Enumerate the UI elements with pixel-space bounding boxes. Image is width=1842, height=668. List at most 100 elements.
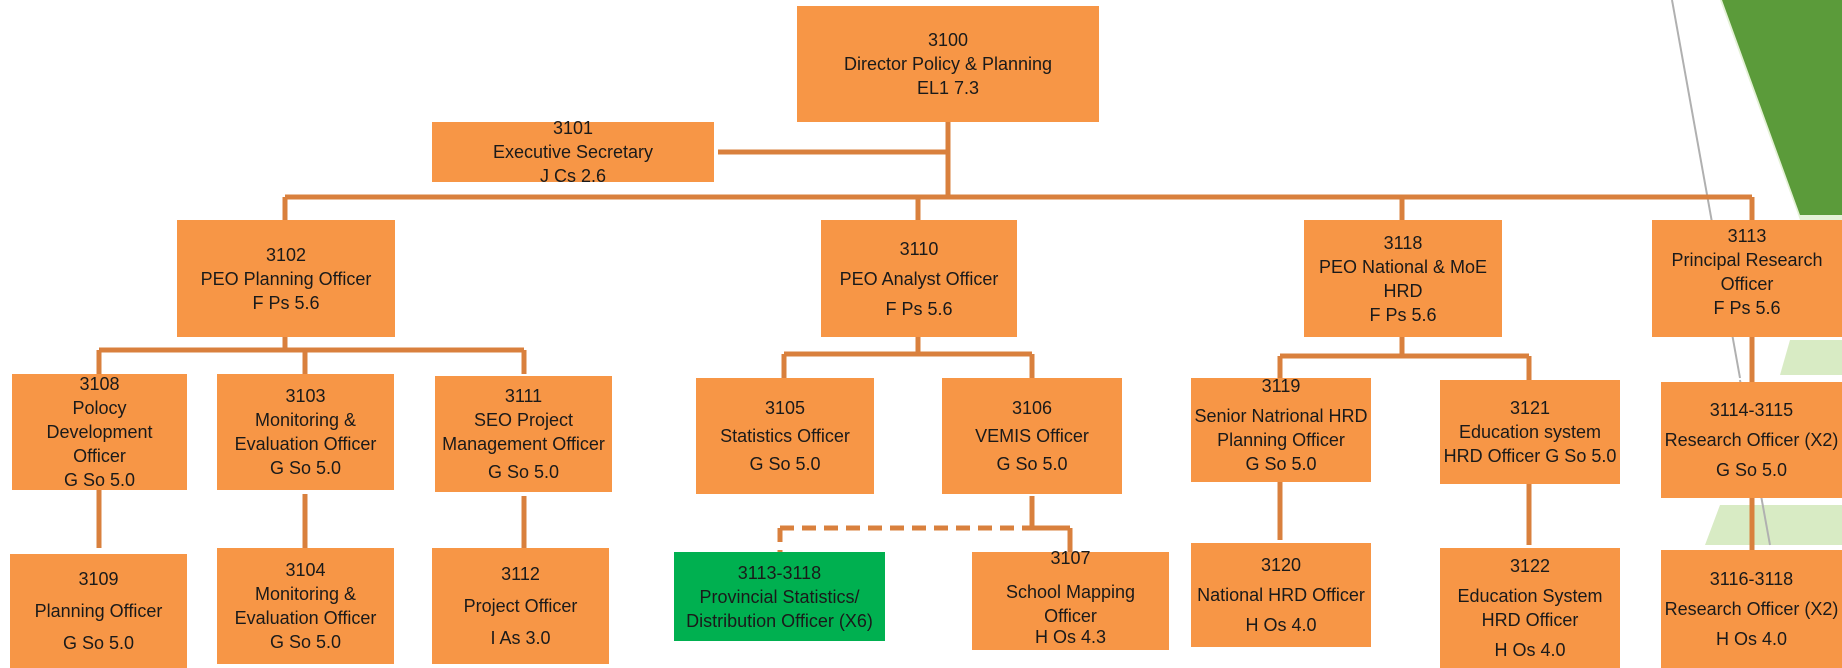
position-code: 3119 [1261, 376, 1301, 396]
position-title: PEO Analyst Officer [839, 268, 999, 289]
position-code: 3113 [1727, 225, 1767, 246]
position-3100: 3100 Director Policy & Planning EL1 7.3 [797, 6, 1099, 122]
position-title-line1: Education System [1457, 586, 1603, 606]
position-3122: 3122 Education System HRD Officer H Os 4… [1440, 548, 1620, 668]
position-grade: H Os 4.0 [1245, 615, 1317, 635]
position-code: 3105 [764, 398, 806, 418]
position-3116-3118: 3116-3118 Research Officer (X2) H Os 4.0 [1661, 550, 1842, 668]
position-3105: 3105 Statistics Officer G So 5.0 [696, 378, 874, 494]
position-title-line1: Polocy [72, 398, 127, 418]
position-title-line2: Officer [1044, 606, 1097, 626]
position-title-line1: Senior Natrional HRD [1194, 406, 1368, 426]
position-title-line2: Planning Officer [1217, 430, 1345, 450]
position-title: Statistics Officer [720, 426, 850, 446]
position-grade: H Os 4.3 [1034, 627, 1107, 647]
position-code: 3103 [285, 386, 326, 406]
position-code: 3112 [501, 564, 540, 584]
position-grade: G So 5.0 [269, 458, 342, 478]
position-3102: 3102 PEO Planning Officer F Ps 5.6 [177, 220, 395, 337]
position-grade: G So 5.0 [63, 470, 136, 490]
position-3120: 3120 National HRD Officer H Os 4.0 [1191, 543, 1371, 647]
position-title-line2: Evaluation Officer [234, 434, 377, 454]
position-grade: I As 3.0 [490, 628, 551, 648]
position-3101: 3101 Executive Secretary J Cs 2.6 [432, 118, 714, 186]
position-3119: 3119 Senior Natrional HRD Planning Offic… [1191, 376, 1371, 482]
position-title: PEO Planning Officer [200, 268, 372, 289]
position-code: 3118 [1383, 232, 1423, 253]
position-3118: 3118 PEO National & MoE HRD F Ps 5.6 [1304, 220, 1502, 337]
position-title-line1: Monitoring & [254, 410, 357, 430]
position-title-line1: School Mapping [1005, 582, 1136, 602]
position-title: National HRD Officer [1197, 585, 1365, 605]
position-title-line1: Education system [1458, 422, 1602, 442]
position-code: 3109 [78, 569, 119, 589]
position-title-line3: Officer [73, 446, 126, 466]
deco-light-green-shard-2 [1705, 505, 1842, 545]
position-code: 3101 [552, 118, 594, 138]
position-grade: G So 5.0 [1715, 460, 1788, 480]
position-title: Planning Officer [34, 601, 163, 621]
position-3103: 3103 Monitoring & Evaluation Officer G S… [217, 374, 394, 490]
position-3113-3118-highlighted: 3113-3118 Provincial Statistics/ Distrib… [674, 552, 885, 641]
position-title-line2: Management Officer [442, 434, 605, 454]
position-title-line2: HRD [1383, 280, 1423, 301]
position-title-line1: Monitoring & [254, 584, 357, 604]
position-title-line2: Officer [1720, 273, 1774, 294]
position-3109: 3109 Planning Officer G So 5.0 [10, 554, 187, 668]
position-grade: G So 5.0 [749, 454, 821, 474]
position-code: 3120 [1260, 555, 1302, 575]
position-grade: G So 5.0 [996, 454, 1068, 474]
position-3113: 3113 Principal Research Officer F Ps 5.6 [1652, 220, 1842, 337]
position-grade: G So 5.0 [269, 632, 342, 652]
position-grade: F Ps 5.6 [885, 298, 953, 319]
position-code: 3114-3115 [1709, 400, 1794, 420]
position-code: 3100 [927, 30, 969, 50]
position-title-line2: Evaluation Officer [234, 608, 377, 628]
position-grade: EL1 7.3 [916, 78, 980, 98]
position-grade: F Ps 5.6 [1713, 297, 1781, 318]
position-3110: 3110 PEO Analyst Officer F Ps 5.6 [821, 220, 1017, 337]
position-title: Executive Secretary [492, 142, 654, 162]
position-3112: 3112 Project Officer I As 3.0 [432, 548, 609, 664]
position-code: 3116-3118 [1709, 569, 1794, 589]
position-title-line1: PEO National & MoE [1318, 256, 1488, 277]
position-code: 3110 [899, 238, 939, 259]
deco-dark-green-shape [1722, 0, 1842, 215]
position-title-line1: Principal Research [1671, 249, 1823, 270]
position-grade: G So 5.0 [62, 633, 135, 653]
deco-light-green-shard-1 [1780, 340, 1842, 375]
position-code: 3111 [504, 386, 543, 406]
position-title-line2: HRD Officer G So 5.0 [1443, 446, 1617, 466]
position-3107: 3107 School Mapping Officer H Os 4.3 [972, 548, 1169, 650]
position-title-line2: Development [46, 422, 153, 442]
position-grade: F Ps 5.6 [252, 292, 320, 313]
position-code: 3113-3118 [737, 562, 822, 583]
position-code: 3102 [265, 244, 307, 265]
position-3104: 3104 Monitoring & Evaluation Officer G S… [217, 548, 394, 664]
position-grade: G So 5.0 [1245, 454, 1317, 474]
position-3121: 3121 Education system HRD Officer G So 5… [1440, 380, 1620, 484]
position-title-line1: SEO Project [473, 410, 574, 430]
position-code: 3122 [1509, 556, 1551, 576]
position-code: 3104 [285, 560, 326, 580]
position-grade: J Cs 2.6 [539, 166, 607, 186]
position-title: Research Officer (X2) [1664, 430, 1839, 450]
position-grade: F Ps 5.6 [1369, 304, 1437, 325]
position-grade: H Os 4.0 [1715, 629, 1788, 649]
position-3106: 3106 VEMIS Officer G So 5.0 [942, 378, 1122, 494]
position-title: Project Officer [463, 596, 578, 616]
position-3114-3115: 3114-3115 Research Officer (X2) G So 5.0 [1661, 382, 1842, 498]
position-title: VEMIS Officer [975, 426, 1089, 446]
position-title: Research Officer (X2) [1664, 599, 1839, 619]
position-code: 3107 [1050, 548, 1091, 568]
position-3108: 3108 Polocy Development Officer G So 5.0 [12, 374, 187, 490]
position-code: 3108 [79, 374, 120, 394]
position-grade: H Os 4.0 [1494, 640, 1566, 660]
position-title-line2: Distribution Officer (X6) [686, 610, 873, 631]
position-code: 3121 [1509, 398, 1551, 418]
position-grade: G So 5.0 [487, 462, 560, 482]
position-title: Director Policy & Planning [843, 54, 1053, 74]
position-title-line2: HRD Officer [1481, 610, 1579, 630]
